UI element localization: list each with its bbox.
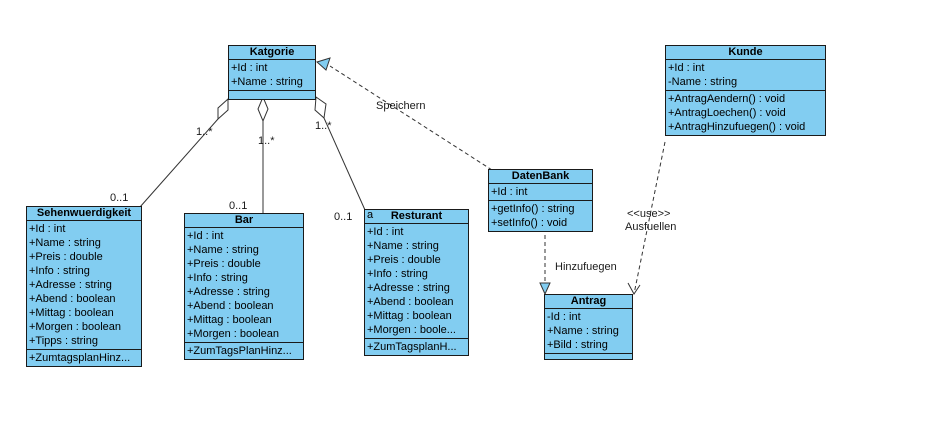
attribute: +Tipps : string [29,335,98,347]
multiplicity-bar-bottom: 0..1 [229,200,248,212]
edge-katgorie-bar [257,95,269,214]
attribute: +Id : int [231,62,268,74]
attribute: +Morgen : boole... [367,324,456,336]
realization-triangle-icon [316,57,331,71]
attribute: +Preis : double [187,258,261,270]
class-kunde-attributes: +Id : int -Name : string [666,60,825,91]
attribute: +Adresse : string [187,286,270,298]
method: +AntragHinzufuegen() : void [668,121,806,133]
aggregation-diamond-icon [257,95,269,123]
method: +ZumTagsPlanHinz... [187,345,292,357]
edge-datenbank-katgorie [316,57,493,171]
class-datenbank-methods: +getInfo() : string +setInfo() : void [489,201,592,231]
attribute: -Name : string [668,76,738,88]
attribute: +Id : int [29,223,66,235]
attribute: +Adresse : string [367,282,450,294]
class-datenbank[interactable]: DatenBank +Id : int +getInfo() : string … [488,169,593,232]
class-datenbank-name: DatenBank [489,170,592,184]
attribute: +Mittag : boolean [367,310,452,322]
attribute: +Id : int [668,62,705,74]
class-resturant-methods: +ZumTagsplanH... [365,339,468,355]
class-resturant[interactable]: a Resturant +Id : int +Name : string +Pr… [364,209,469,356]
attribute: +Preis : double [29,251,103,263]
realization-triangle-icon [539,282,551,296]
method: +setInfo() : void [491,217,568,229]
class-katgorie-attributes: +Id : int +Name : string [229,60,315,91]
method: +AntragLoechen() : void [668,107,786,119]
attribute: +Morgen : boolean [29,321,122,333]
attribute: +Abend : boolean [187,300,274,312]
class-sehenswuerdigkeit[interactable]: Sehenwuerdigkeit +Id : int +Name : strin… [26,206,142,367]
attribute: +Name : string [547,325,619,337]
class-resturant-marker: a [367,210,374,221]
class-resturant-name: a Resturant [365,210,468,224]
label-speichern: Speichern [376,100,426,112]
class-katgorie[interactable]: Katgorie +Id : int +Name : string [228,45,316,100]
class-bar-name: Bar [185,214,303,228]
multiplicity-rest-bottom: 0..1 [334,211,353,223]
class-antrag[interactable]: Antrag -Id : int +Name : string +Bild : … [544,294,633,360]
attribute: +Adresse : string [29,279,112,291]
attribute: +Mittag : boolean [187,314,272,326]
attribute: +Abend : boolean [29,293,116,305]
multiplicity-bar-top: 1..* [258,135,275,147]
attribute: +Info : string [187,272,248,284]
class-resturant-attributes: +Id : int +Name : string +Preis : double… [365,224,468,339]
edge-datenbank-antrag [539,235,551,296]
class-sehenswuerdigkeit-attributes: +Id : int +Name : string +Preis : double… [27,221,141,350]
attribute: +Morgen : boolean [187,328,280,340]
class-antrag-name: Antrag [545,295,632,309]
attribute: +Abend : boolean [367,296,454,308]
attribute: +Info : string [29,265,90,277]
attribute: +Name : string [29,237,101,249]
open-arrow-icon [627,282,641,295]
class-sehenswuerdigkeit-methods: +ZumtagsplanHinz... [27,350,141,366]
class-katgorie-name: Katgorie [229,46,315,60]
aggregation-diamond-icon [217,97,229,121]
label-ausfuellen: Ausfuellen [625,221,677,233]
class-bar-attributes: +Id : int +Name : string +Preis : double… [185,228,303,343]
label-hinzufuegen: Hinzufuegen [555,261,617,273]
aggregation-diamond-icon [314,96,327,119]
class-resturant-title: Resturant [390,210,443,222]
class-datenbank-attributes: +Id : int [489,184,592,201]
class-bar-methods: +ZumTagsPlanHinz... [185,343,303,359]
attribute: +Bild : string [547,339,608,351]
method: +AntragAendern() : void [668,93,786,105]
class-kunde[interactable]: Kunde +Id : int -Name : string +AntragAe… [665,45,826,136]
class-antrag-methods [545,354,632,359]
attribute: +Info : string [367,268,428,280]
attribute: +Id : int [491,186,528,198]
multiplicity-sehen-top: 1..* [196,126,213,138]
label-use-stereotype: <<use>> [627,208,671,220]
edge-katgorie-resturant [314,96,366,211]
class-katgorie-methods [229,91,315,99]
class-kunde-methods: +AntragAendern() : void +AntragLoechen()… [666,91,825,135]
attribute: +Preis : double [367,254,441,266]
edge-katgorie-sehenswuerdigkeit [139,97,229,208]
attribute: +Name : string [367,240,439,252]
class-kunde-name: Kunde [666,46,825,60]
class-sehenswuerdigkeit-name: Sehenwuerdigkeit [27,207,141,221]
multiplicity-sehen-bottom: 0..1 [110,192,129,204]
attribute: +Name : string [187,244,259,256]
method: +getInfo() : string [491,203,575,215]
attribute: -Id : int [547,311,581,323]
class-bar[interactable]: Bar +Id : int +Name : string +Preis : do… [184,213,304,360]
attribute: +Id : int [187,230,224,242]
method: +ZumTagsplanH... [367,341,457,353]
attribute: +Id : int [367,226,404,238]
edge-kunde-antrag [627,141,666,295]
attribute: +Mittag : boolean [29,307,114,319]
attribute: +Name : string [231,76,303,88]
class-antrag-attributes: -Id : int +Name : string +Bild : string [545,309,632,354]
multiplicity-rest-top: 1..* [315,120,332,132]
method: +ZumtagsplanHinz... [29,352,131,364]
